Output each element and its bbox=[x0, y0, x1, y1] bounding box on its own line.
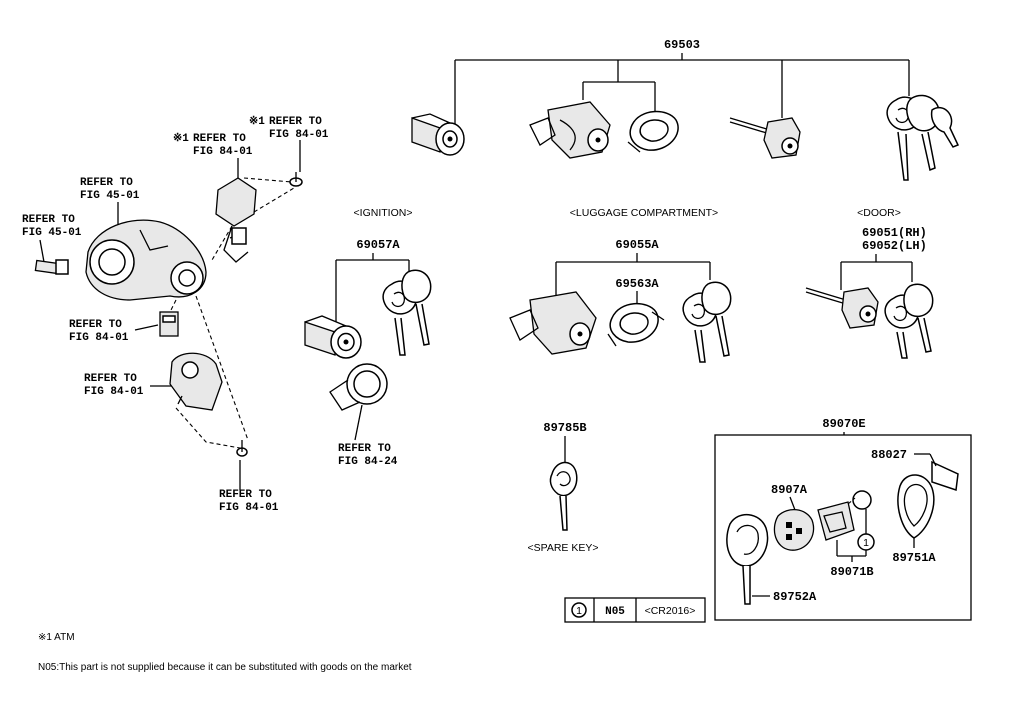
luggage-keys-icon bbox=[682, 281, 732, 363]
ref-fig-84-01-label-d: REFER TO FIG 84-01 bbox=[84, 373, 144, 398]
svg-text:FIG 84-01: FIG 84-01 bbox=[193, 146, 253, 158]
part-89752a-label: 89752A bbox=[773, 590, 817, 604]
svg-text:FIG 84-01: FIG 84-01 bbox=[219, 502, 279, 514]
legend-code: N05 bbox=[605, 606, 625, 618]
battery-callout-circle: 1 bbox=[857, 533, 875, 551]
footnote-n05: N05:This part is not supplied because it… bbox=[38, 662, 412, 673]
svg-text:1: 1 bbox=[863, 537, 869, 549]
svg-text:REFER TO: REFER TO bbox=[69, 319, 122, 331]
svg-text:REFER TO: REFER TO bbox=[219, 489, 272, 501]
steering-lock-housing-icon bbox=[85, 219, 207, 301]
ref-fig-45-01-label-b: REFER TO FIG 45-01 bbox=[22, 214, 82, 239]
connector-icon bbox=[159, 311, 179, 337]
svg-text:REFER TO: REFER TO bbox=[84, 373, 137, 385]
ignition-keys-icon bbox=[382, 269, 432, 356]
door-cylinder-icon-top bbox=[729, 117, 801, 159]
set-69503-leader-lines bbox=[454, 53, 910, 125]
ref-atm-84-01-label-b: ※1 REFER TO FIG 84-01 bbox=[173, 132, 253, 158]
ignition-ring-icon bbox=[329, 363, 388, 411]
ref-fig-84-01-label-e: REFER TO FIG 84-01 bbox=[219, 489, 279, 514]
transmitter-board-icon bbox=[773, 509, 815, 551]
luggage-bracket-icon bbox=[607, 303, 665, 347]
legend-box: 1 N05 <CR2016> bbox=[564, 597, 706, 623]
ref-fig-84-01-label-c: REFER TO FIG 84-01 bbox=[69, 319, 129, 344]
luggage-cylinder-icon-top bbox=[529, 101, 611, 159]
svg-text:FIG 84-01: FIG 84-01 bbox=[269, 129, 329, 141]
part-8907a-label: 8907A bbox=[771, 483, 808, 497]
ref-atm-84-01-label-a: ※1 REFER TO FIG 84-01 bbox=[249, 115, 329, 141]
part-69563a-label: 69563A bbox=[615, 277, 659, 291]
bolt-icon-left bbox=[34, 259, 69, 275]
part-89751a-label: 89751A bbox=[892, 551, 936, 565]
left-leader-lines bbox=[39, 140, 301, 490]
key-case-89751a-icon bbox=[897, 474, 935, 539]
door-keys-icon bbox=[884, 283, 934, 359]
svg-text:REFER TO: REFER TO bbox=[338, 443, 391, 455]
door-leader-lines bbox=[840, 254, 913, 290]
part-69051-rh-label: 69051(RH) bbox=[862, 226, 927, 240]
switch-module-icon bbox=[215, 177, 257, 263]
ref-fig-45-01-label-a: REFER TO FIG 45-01 bbox=[80, 177, 140, 202]
assembly-dashed-lines bbox=[169, 177, 295, 449]
transmitter-box bbox=[714, 434, 972, 621]
key-89752a-icon bbox=[726, 514, 769, 605]
screw-icon-bottom bbox=[236, 440, 248, 457]
svg-text:FIG 84-01: FIG 84-01 bbox=[69, 332, 129, 344]
ref-fig-84-24-label: REFER TO FIG 84-24 bbox=[338, 443, 398, 468]
screw-icon-top bbox=[289, 172, 303, 187]
lock-bracket-icon bbox=[169, 352, 223, 411]
svg-text:REFER TO: REFER TO bbox=[22, 214, 75, 226]
part-69057a-label: 69057A bbox=[356, 238, 400, 252]
svg-text:※1: ※1 bbox=[173, 132, 189, 145]
part-69503-label: 69503 bbox=[664, 38, 700, 52]
battery-holder-icon bbox=[817, 490, 872, 541]
part-89071b-label: 89071B bbox=[830, 565, 873, 579]
svg-text:REFER TO: REFER TO bbox=[193, 133, 246, 145]
part-89070e-label: 89070E bbox=[822, 417, 865, 431]
svg-text:FIG 45-01: FIG 45-01 bbox=[22, 227, 82, 239]
section-luggage-label: <LUGGAGE COMPARTMENT> bbox=[570, 207, 718, 219]
footnote-atm: ※1 ATM bbox=[38, 632, 75, 643]
part-69052-lh-label: 69052(LH) bbox=[862, 239, 927, 253]
tag-88027-icon bbox=[929, 453, 959, 492]
door-cylinder-icon bbox=[805, 287, 879, 329]
spare-key-icon bbox=[549, 461, 578, 531]
luggage-bracket-icon-top bbox=[627, 110, 679, 153]
section-spare-key-label: <SPARE KEY> bbox=[527, 542, 598, 554]
keys-icon-top bbox=[886, 94, 960, 181]
section-door-label: <DOOR> bbox=[857, 207, 901, 219]
svg-text:FIG 84-24: FIG 84-24 bbox=[338, 456, 398, 468]
svg-text:FIG 84-01: FIG 84-01 bbox=[84, 386, 144, 398]
section-ignition-label: <IGNITION> bbox=[354, 207, 413, 219]
ignition-cylinder-icon bbox=[304, 315, 362, 359]
svg-text:※1: ※1 bbox=[249, 115, 265, 128]
battery-89071b-leader bbox=[836, 540, 867, 562]
svg-text:FIG 45-01: FIG 45-01 bbox=[80, 190, 140, 202]
part-89785b-label: 89785B bbox=[543, 421, 586, 435]
ignition-cylinder-icon-top bbox=[411, 113, 465, 156]
legend-battery: <CR2016> bbox=[645, 605, 696, 617]
luggage-cylinder-icon bbox=[509, 291, 597, 355]
svg-text:REFER TO: REFER TO bbox=[269, 116, 322, 128]
legend-circle-number: 1 bbox=[576, 605, 582, 617]
part-88027-label: 88027 bbox=[871, 448, 907, 462]
part-69055a-label: 69055A bbox=[615, 238, 659, 252]
svg-text:REFER TO: REFER TO bbox=[80, 177, 133, 189]
